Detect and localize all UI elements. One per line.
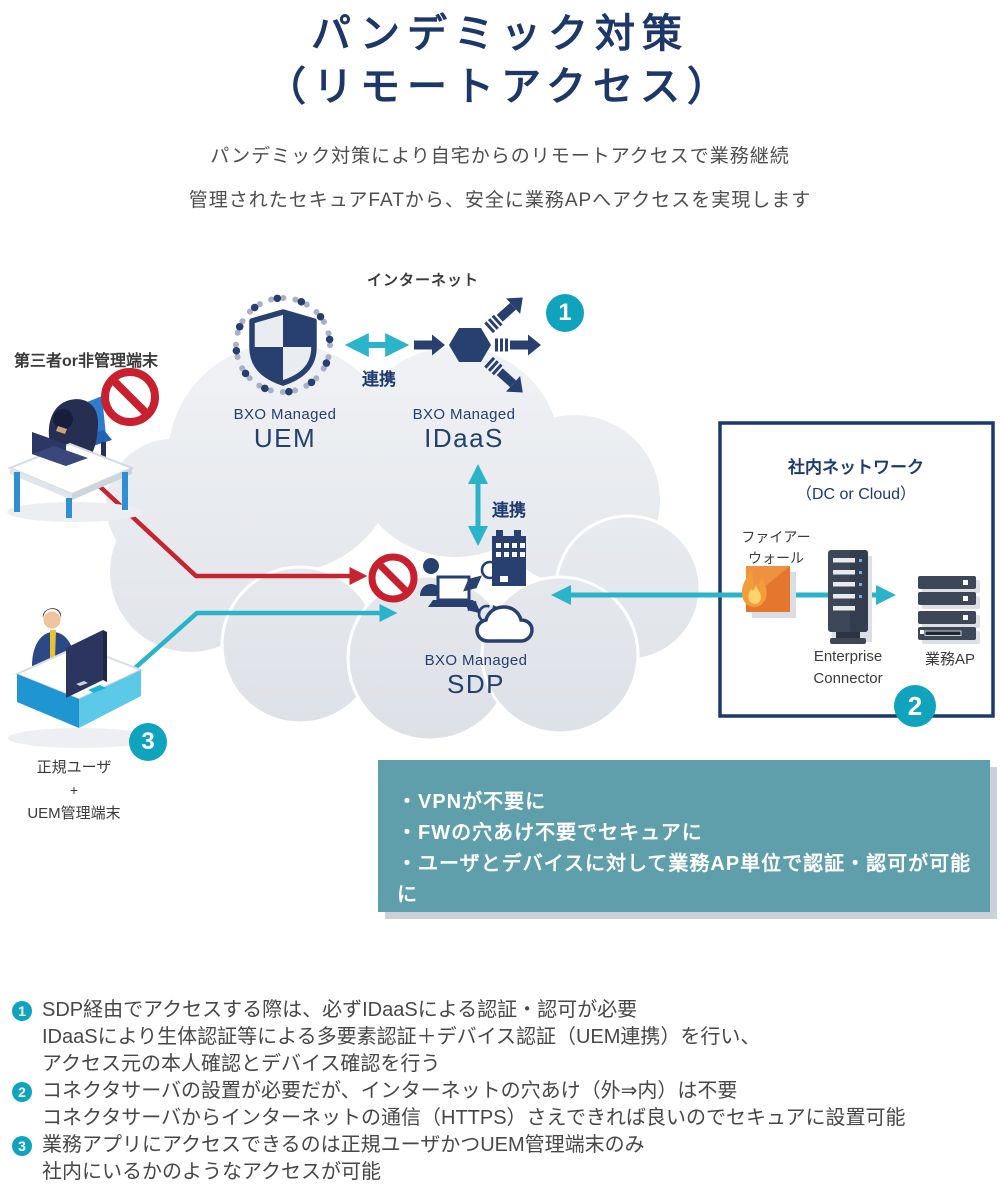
uem-name-label: UEM xyxy=(253,423,317,453)
step-badge-3: 3 xyxy=(129,723,167,761)
unmanaged-device-label: 第三者or非管理端末 xyxy=(14,353,159,370)
cloud-icon xyxy=(475,605,534,643)
note-2-line-1: コネクタサーバの設置が必要だが、インターネットの穴あけ（外⇒内）は不要 xyxy=(42,1080,738,1102)
firewall-icon xyxy=(741,566,796,618)
connector-label-line2: Connector xyxy=(813,670,883,687)
note-1-line-3: アクセス元の本人確認とデバイス確認を行う xyxy=(42,1053,441,1075)
note-badge-2: 2 xyxy=(12,1082,32,1102)
hacker-figure xyxy=(7,368,159,522)
idaas-brand-label: BXO Managed xyxy=(412,406,516,423)
prohibition-icon xyxy=(368,553,418,603)
note-item-1: 1 SDP経由でアクセスする際は、必ずIDaaSによる認証・認可が必要 IDaa… xyxy=(10,997,995,1078)
uem-shield-icon xyxy=(232,294,334,396)
internal-network-subtitle: （DC or Cloud） xyxy=(795,486,917,503)
firewall-label-line1: ファイアー xyxy=(741,529,811,545)
note-3-line-2: 社内にいるかのようなアクセスが可能 xyxy=(42,1161,381,1183)
step-badge-1: 1 xyxy=(546,294,584,332)
server-tower-icon xyxy=(828,550,872,644)
subtitle-line1: パンデミック対策により自宅からのリモートアクセスで業務継続 xyxy=(210,146,790,167)
managed-user-line3: UEM管理端末 xyxy=(27,805,121,822)
note-badge-1: 1 xyxy=(12,1001,32,1021)
note-item-2: 2 コネクタサーバの設置が必要だが、インターネットの穴あけ（外⇒内）は不要 コネ… xyxy=(10,1078,995,1132)
notes-list: 1 SDP経由でアクセスする際は、必ずIDaaSによる認証・認可が必要 IDaa… xyxy=(10,997,995,1186)
benefit-line-2: ・FWの穴あけ不要でセキュアに xyxy=(397,822,703,844)
note-2-line-2: コネクタサーバからインターネットの通信（HTTPS）さえできれば良いのでセキュア… xyxy=(42,1107,906,1129)
note-1-line-1: SDP経由でアクセスする際は、必ずIDaaSによる認証・認可が必要 xyxy=(42,999,638,1021)
page-title-line2: （リモートアクセス） xyxy=(266,65,734,109)
managed-user-label: 正規ユーザ + UEM管理端末 xyxy=(27,756,120,825)
note-item-3: 3 業務アプリにアクセスできるのは正規ユーザかつUEM管理端末のみ 社内にいるか… xyxy=(10,1132,995,1186)
note-3-line-1: 業務アプリにアクセスできるのは正規ユーザかつUEM管理端末のみ xyxy=(42,1134,645,1156)
subtitle-line2: 管理されたセキュアFATから、安全に業務APへアクセスを実現します xyxy=(188,190,812,211)
note-1-line-2: IDaaSにより生体認証等による多要素認証＋デバイス認証（UEM連携）を行い、 xyxy=(42,1026,761,1048)
benefit-line-3: ・ユーザとデバイスに対して業務AP単位で認証・認可が可能に xyxy=(397,853,972,906)
internal-network-title: 社内ネットワーク xyxy=(788,458,924,477)
prohibition-icon xyxy=(101,368,159,426)
office-worker-figure xyxy=(8,608,152,748)
internet-label: インターネット xyxy=(366,272,480,289)
sdp-name-label: SDP xyxy=(447,669,505,699)
managed-user-plus: + xyxy=(69,782,79,798)
arrow-allowed-access xyxy=(124,604,398,678)
firewall-label-line2: ウォール xyxy=(748,550,804,566)
benefit-line-1: ・VPNが不要に xyxy=(397,791,547,813)
note-badge-3: 3 xyxy=(12,1136,32,1156)
step-badge-2: 2 xyxy=(894,685,936,727)
idaas-hub-icon xyxy=(414,289,541,401)
building-icon xyxy=(492,530,526,586)
sdp-brand-label: BXO Managed xyxy=(424,652,528,669)
business-ap-label: 業務AP xyxy=(924,651,976,668)
internet-cloud-shape xyxy=(106,343,702,742)
page-subtitle: パンデミック対策により自宅からのリモートアクセスで業務継続 管理されたセキュアF… xyxy=(0,135,1000,223)
connector-label-line1: Enterprise xyxy=(813,648,883,665)
page-title-line1: パンデミック対策 xyxy=(311,12,689,56)
managed-user-line1: 正規ユーザ xyxy=(36,759,112,776)
uem-brand-label: BXO Managed xyxy=(233,406,337,423)
server-rack-icon xyxy=(918,576,980,644)
benefits-box: ・VPNが不要に ・FWの穴あけ不要でセキュアに ・ユーザとデバイスに対して業務… xyxy=(378,760,990,912)
uem-idaas-link-label: 連携 xyxy=(362,370,396,389)
page-title: パンデミック対策 （リモートアクセス） xyxy=(0,8,1000,114)
sdp-broker-icon xyxy=(420,530,534,643)
idaas-name-label: IDaaS xyxy=(424,423,504,453)
idaas-sdp-link-label: 連携 xyxy=(492,501,526,520)
